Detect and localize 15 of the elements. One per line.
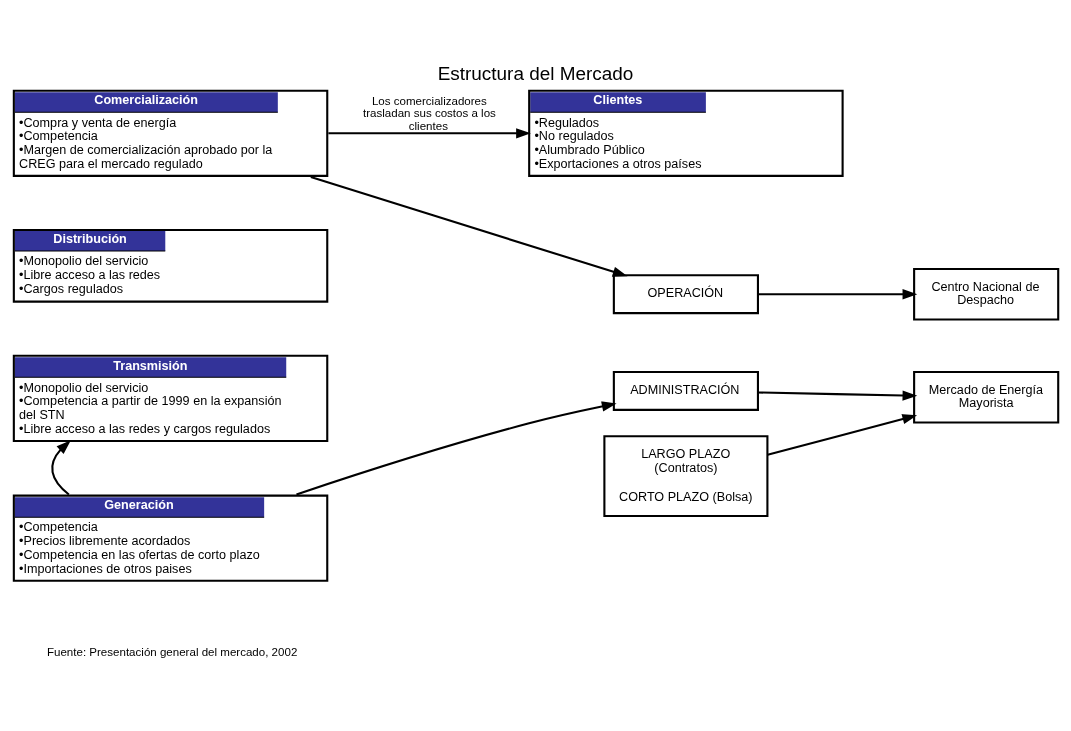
arrow [757,389,918,401]
edge-label: Los comercializadores trasladan sus costos a los clientes [363,94,496,132]
arrow [767,413,918,456]
arrow [758,288,918,299]
arrow [51,439,71,495]
diagram-title: Estructura del Mercado [437,62,634,84]
arrow [310,175,628,277]
arrow [328,127,531,138]
node-box: Mercado de Energía Mayorista [913,370,1060,424]
arrow [296,400,617,495]
node-box: Centro Nacional de Despacho [913,267,1060,320]
caption: Fuente: Presentación general del mercado, 2002 [46,645,298,658]
node-box: OPERACIÓN [612,273,759,314]
node-box: LARGO PLAZO (Contratos) CORTO PLAZO (Bolsa) [603,434,769,517]
node-box: ADMINISTRACIÓN [612,370,759,411]
